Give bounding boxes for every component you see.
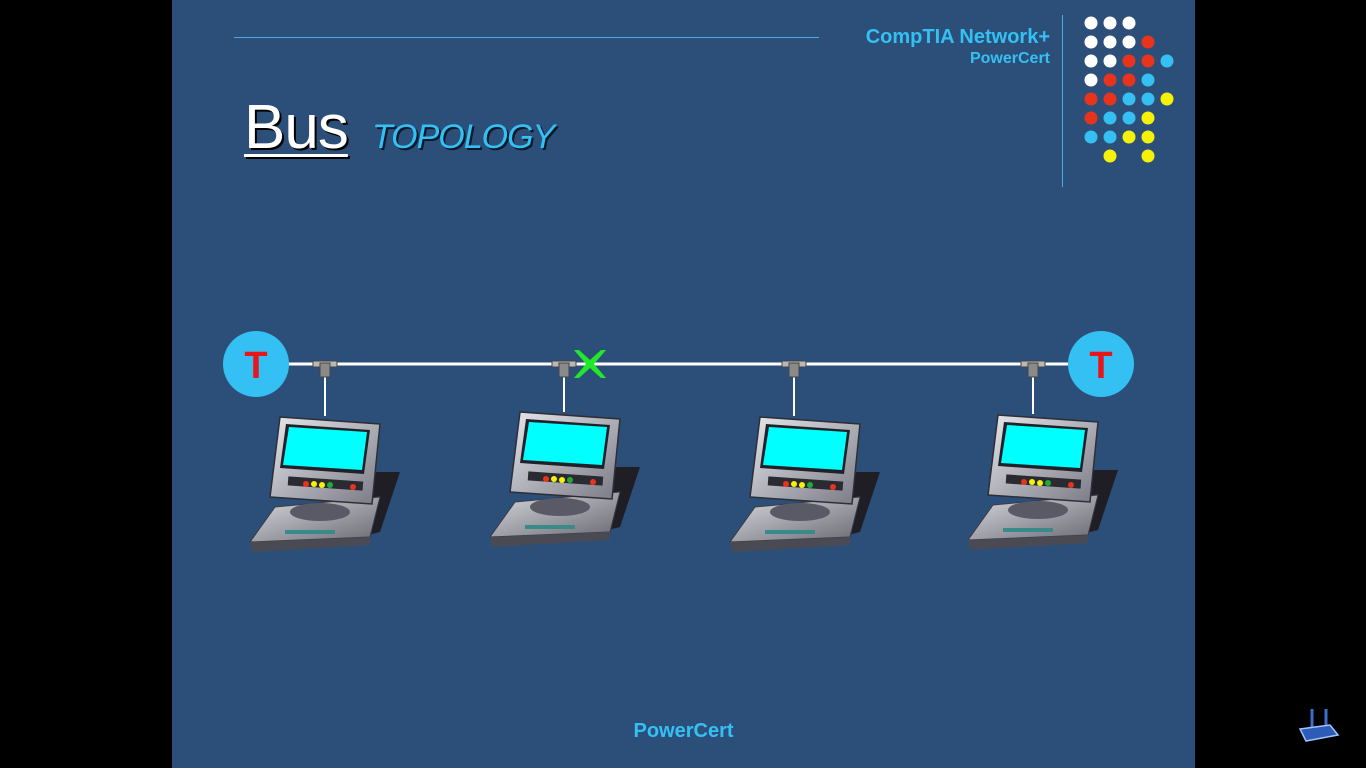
header-divider xyxy=(234,37,819,38)
slide-title: Bus xyxy=(244,93,349,162)
logo-dot xyxy=(1141,111,1155,125)
terminator-right-label: T xyxy=(1089,345,1112,387)
t-connector xyxy=(781,360,807,378)
logo-dot xyxy=(1084,111,1098,125)
computer-4 xyxy=(967,414,1119,551)
brand-title: CompTIA Network+ xyxy=(865,26,1050,48)
logo-dot xyxy=(1103,92,1117,106)
logo-dot xyxy=(1160,54,1174,68)
logo-divider xyxy=(1062,15,1063,187)
logo-dot xyxy=(1122,130,1136,144)
logo-dot xyxy=(1103,54,1117,68)
logo-dot xyxy=(1141,149,1155,163)
logo-dot xyxy=(1141,54,1155,68)
logo-dot xyxy=(1084,54,1098,68)
computer-1 xyxy=(249,416,401,553)
logo-dot xyxy=(1103,35,1117,49)
t-connector xyxy=(1020,360,1046,378)
logo-dot xyxy=(1103,130,1117,144)
logo-dot xyxy=(1122,73,1136,87)
dot-logo xyxy=(1084,16,1174,163)
t-connector xyxy=(312,360,338,378)
computer-2 xyxy=(489,411,641,548)
logo-dot xyxy=(1122,16,1136,30)
logo-dot xyxy=(1122,92,1136,106)
logo-dot xyxy=(1141,92,1155,106)
logo-dot xyxy=(1122,111,1136,125)
logo-dot xyxy=(1160,92,1174,106)
bus-topology-diagram: T T xyxy=(223,331,1134,553)
logo-dot xyxy=(1084,16,1098,30)
logo-dot xyxy=(1084,130,1098,144)
logo-dot xyxy=(1103,149,1117,163)
x-icon xyxy=(574,350,606,378)
terminator-left-label: T xyxy=(244,345,267,387)
brand-subtitle: PowerCert xyxy=(969,50,1050,67)
terminator-left: T xyxy=(223,331,289,397)
logo-dot xyxy=(1122,35,1136,49)
router-icon xyxy=(1298,709,1340,742)
computer-3 xyxy=(729,416,881,553)
logo-dot xyxy=(1122,54,1136,68)
logo-dot xyxy=(1084,92,1098,106)
logo-dot xyxy=(1084,73,1098,87)
terminator-right: T xyxy=(1068,331,1134,397)
logo-dot xyxy=(1141,130,1155,144)
logo-dot xyxy=(1141,35,1155,49)
logo-dot xyxy=(1103,16,1117,30)
logo-dot xyxy=(1103,73,1117,87)
t-connector xyxy=(551,360,577,378)
logo-dot xyxy=(1141,73,1155,87)
slide: CompTIA Network+ PowerCert Bus TOPOLOGY xyxy=(172,0,1195,768)
logo-dot xyxy=(1084,35,1098,49)
footer-brand: PowerCert xyxy=(633,720,734,742)
logo-dot xyxy=(1103,111,1117,125)
slide-subtitle: TOPOLOGY xyxy=(372,118,555,156)
